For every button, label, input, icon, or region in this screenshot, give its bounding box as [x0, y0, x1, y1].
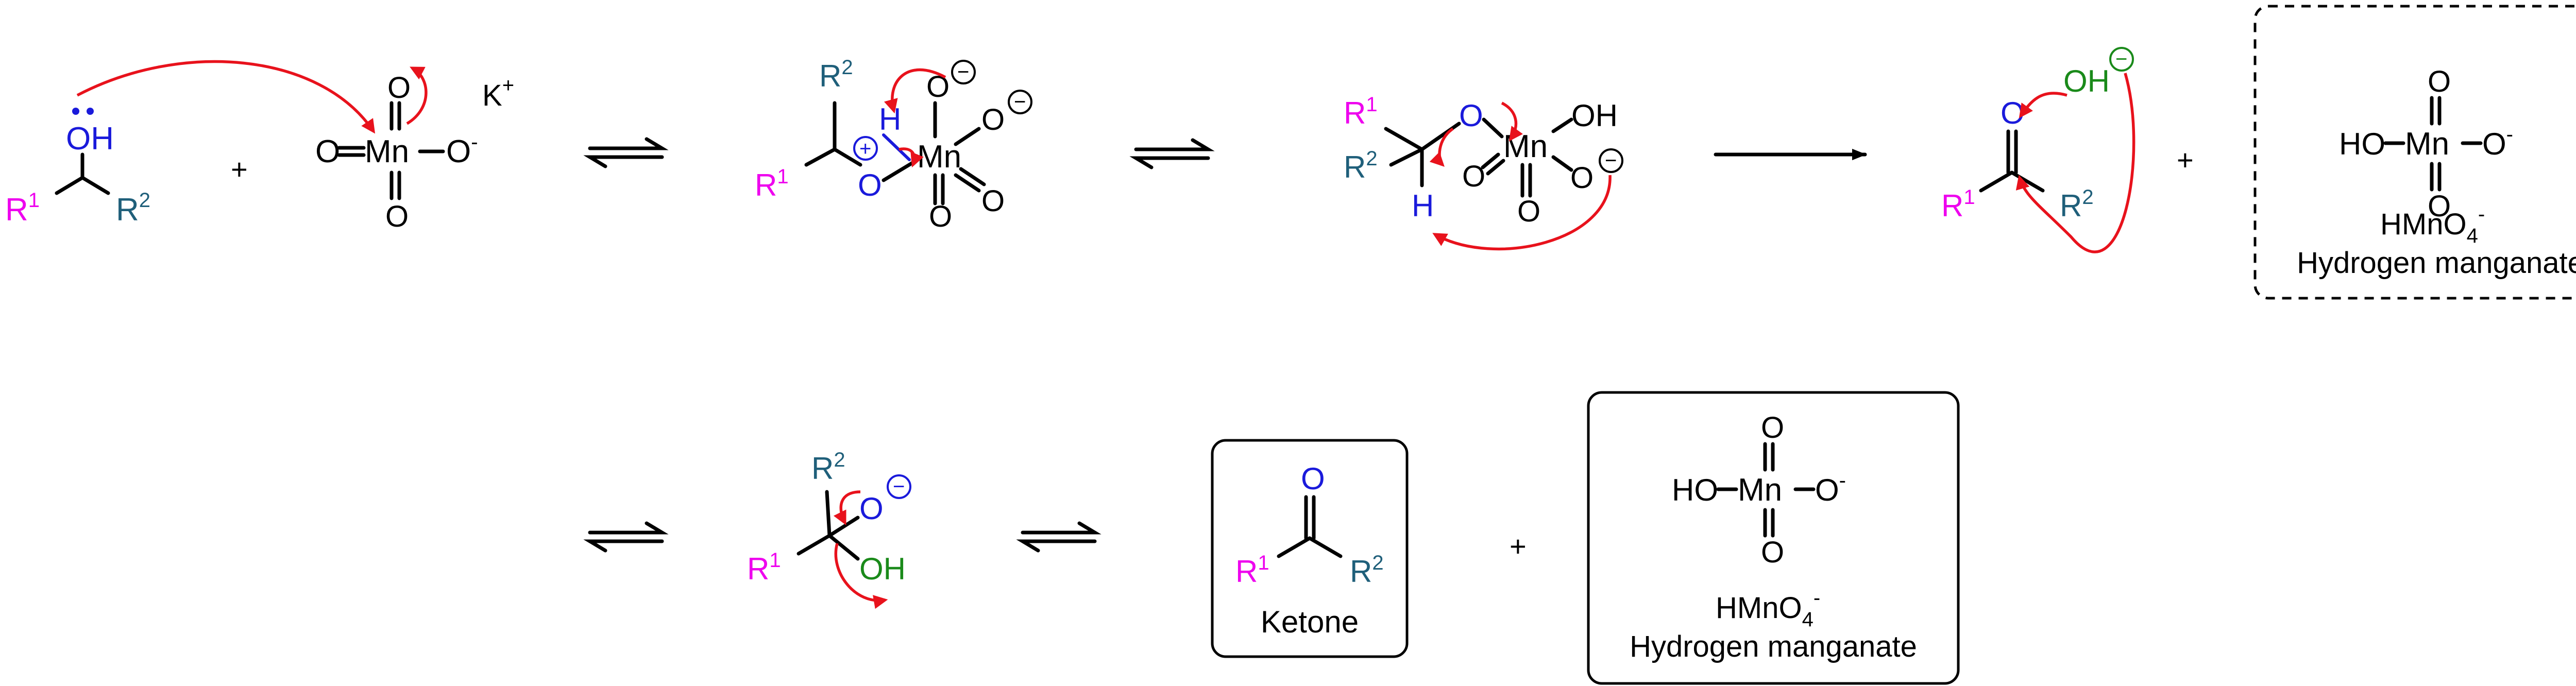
svg-text:Mn: Mn — [2405, 126, 2449, 162]
svg-text:−: − — [1014, 91, 1026, 113]
svg-text:−: − — [893, 475, 905, 498]
svg-text:R2: R2 — [811, 449, 845, 486]
hydrogen-manganate-box: O HO Mn O- O HMnO4- Hydrogen manganate — [1587, 391, 1960, 685]
svg-text:O: O — [315, 134, 340, 169]
svg-text:−: − — [2115, 48, 2127, 71]
svg-text:O: O — [1517, 195, 1540, 228]
hydroxyl-label: OH — [66, 121, 114, 157]
svg-text:R2: R2 — [2060, 186, 2094, 223]
svg-text:Mn: Mn — [917, 139, 961, 175]
svg-text:H: H — [1412, 188, 1434, 223]
svg-text:Mn: Mn — [1503, 129, 1548, 164]
circled-charge-icon: − — [951, 60, 976, 84]
potassium-counterion: K+ — [482, 74, 514, 112]
svg-text:O: O — [858, 168, 882, 202]
curved-electron-arrow-icon — [834, 543, 888, 609]
curved-electron-arrow-icon — [76, 60, 376, 134]
alcohol-reactant: OH R1 R2 — [5, 108, 150, 228]
hydrogen-manganate-box-dashed: O HO Mn O- O HMnO4- Hydrogen manganate — [2253, 5, 2576, 300]
svg-text:O: O — [387, 71, 411, 105]
curved-electron-arrow-icon — [1501, 101, 1523, 142]
curved-electron-arrow-icon — [899, 147, 924, 168]
svg-text:HO: HO — [1672, 473, 1718, 507]
svg-text:O: O — [1570, 161, 1594, 195]
svg-text:−: − — [957, 61, 969, 83]
svg-text:OH: OH — [2063, 64, 2110, 98]
svg-text:O: O — [929, 200, 952, 233]
plus-sign: + — [2177, 144, 2194, 176]
r2-group: R2 — [116, 189, 150, 228]
curved-electron-arrow-icon — [406, 66, 428, 125]
svg-text:O: O — [2428, 65, 2451, 98]
svg-text:O: O — [1462, 160, 1485, 193]
svg-text:O: O — [1761, 536, 1784, 569]
equilibrium-harpoon-arrows-icon — [1016, 521, 1101, 553]
svg-text:R1: R1 — [747, 549, 781, 586]
svg-text:R1: R1 — [1235, 552, 1269, 589]
formula-label: HMnO4- — [1716, 587, 1820, 631]
svg-text:R2: R2 — [1344, 147, 1378, 184]
equilibrium-harpoon-arrows-icon — [1129, 138, 1215, 169]
svg-text:O: O — [926, 70, 950, 104]
protonated-chromate-ester-intermediate: R2 R1 O + H Mn O − O − O O — [755, 56, 1032, 233]
svg-text:−: − — [1605, 149, 1617, 172]
permanganate-reactant: O O Mn O- O K+ — [315, 71, 514, 233]
curved-electron-arrow-icon — [833, 490, 861, 525]
r1-group: R1 — [5, 189, 40, 228]
svg-text:O: O — [859, 491, 884, 526]
svg-text:R2: R2 — [1350, 552, 1384, 589]
plus-sign: + — [1510, 530, 1527, 562]
curved-electron-arrow-icon — [2019, 92, 2067, 118]
svg-text:O-: O- — [446, 131, 478, 169]
curved-electron-arrow-icon — [884, 68, 946, 114]
svg-text:R1: R1 — [1344, 93, 1378, 130]
curved-electron-arrow-icon — [1429, 127, 1454, 167]
gem-diol-alkoxide-intermediate: R2 R1 O − OH — [747, 449, 911, 586]
svg-text:R1: R1 — [755, 165, 789, 202]
svg-text:Mn: Mn — [1738, 472, 1782, 508]
svg-text:O: O — [1761, 411, 1784, 444]
manganate-ester-intermediate: R1 R2 H O Mn OH O O O − — [1344, 93, 1623, 228]
plus-sign: + — [231, 153, 248, 185]
svg-text:O-: O- — [2482, 123, 2513, 161]
circled-charge-icon: − — [2109, 47, 2134, 72]
svg-text:O: O — [385, 200, 409, 233]
svg-text:R1: R1 — [1941, 186, 1975, 223]
compound-name-label: Hydrogen manganate — [2297, 246, 2576, 280]
curved-electron-arrow-icon — [2015, 73, 2136, 253]
svg-text:+: + — [859, 138, 871, 160]
circled-charge-icon: − — [1599, 148, 1623, 173]
svg-text:OH: OH — [859, 552, 906, 586]
svg-text:HO: HO — [2339, 127, 2385, 161]
svg-text:O: O — [2428, 190, 2451, 223]
formula-label: HMnO4- — [2380, 203, 2485, 247]
svg-text:H: H — [879, 102, 901, 136]
svg-text:O-: O- — [1815, 469, 1846, 507]
svg-text:O: O — [1459, 98, 1483, 133]
ketone-product-box: O R1 R2 Ketone — [1211, 439, 1409, 658]
equilibrium-harpoon-arrows-icon — [583, 521, 669, 553]
equilibrium-harpoon-arrows-icon — [583, 137, 669, 168]
svg-text:O: O — [981, 103, 1005, 136]
circled-charge-icon: − — [1008, 90, 1032, 114]
ketone-hydroxide-product: O R1 R2 OH − — [1941, 47, 2134, 223]
svg-text:R2: R2 — [819, 56, 853, 93]
svg-text:OH: OH — [1571, 98, 1618, 133]
circled-charge-icon: − — [887, 474, 911, 499]
compound-name-label: Hydrogen manganate — [1630, 630, 1917, 663]
svg-text:O: O — [1301, 461, 1325, 496]
curved-electron-arrow-icon — [1432, 175, 1612, 251]
manganese-label: Mn — [365, 134, 409, 169]
svg-text:O: O — [981, 184, 1005, 218]
ketone-label: Ketone — [1261, 605, 1359, 639]
circled-charge-icon: + — [853, 136, 878, 161]
